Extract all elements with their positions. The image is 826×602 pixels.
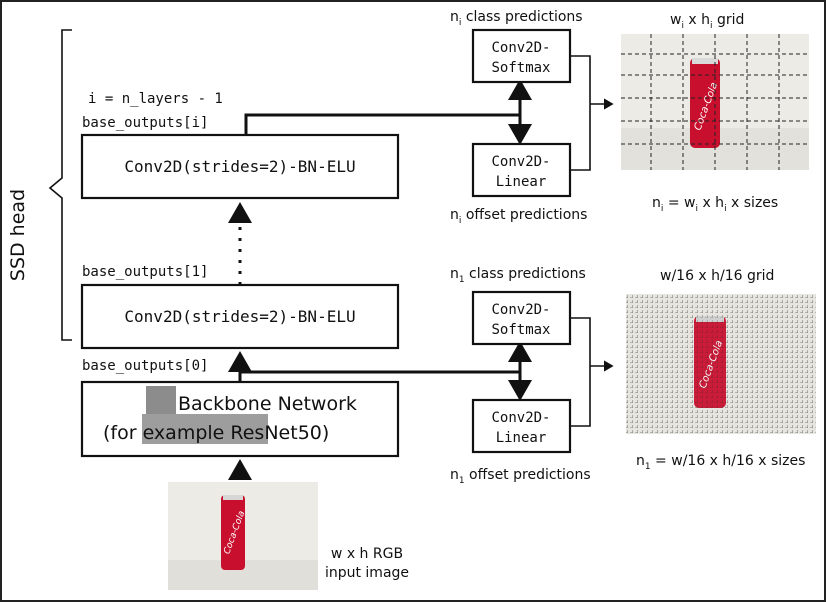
bottom-grid-image: Coca-Cola <box>626 294 816 434</box>
backbone-subtitle: (for example ResNet50) <box>103 422 329 444</box>
backbone-title: Backbone Network <box>178 393 357 415</box>
bottom-linear-line1: Conv2D- <box>491 410 550 426</box>
bottom-linear-line2: Linear <box>496 430 547 446</box>
top-linear-head: Conv2D- Linear <box>471 142 572 198</box>
conv-layer-top: Conv2D(strides=2)-BN-ELU <box>80 133 400 200</box>
top-offset-predictions-label: ni offset predictions <box>450 207 587 226</box>
redaction-block-bottom <box>142 414 268 444</box>
top-grid-lines <box>621 34 809 170</box>
top-softmax-line1: Conv2D- <box>491 40 550 56</box>
top-linear-line2: Linear <box>496 174 547 190</box>
top-linear-line1: Conv2D- <box>491 154 550 170</box>
top-softmax-line2: Softmax <box>491 60 550 76</box>
index-note: i = n_layers - 1 <box>88 91 223 107</box>
base-outputs-i-label: base_outputs[i] <box>82 115 208 131</box>
wire-top-branch <box>244 113 520 135</box>
top-class-predictions-label: ni class predictions <box>450 9 583 28</box>
conv-layer-bottom: Conv2D(strides=2)-BN-ELU <box>80 283 400 350</box>
top-grid-title: wi x hi grid <box>670 12 744 31</box>
redaction-block-top <box>146 386 176 414</box>
bottom-formula: n1 = w/16 x h/16 x sizes <box>636 453 805 472</box>
bottom-class-predictions-label: n1 class predictions <box>450 266 586 285</box>
top-grid-can: Coca-Cola <box>690 58 720 148</box>
input-caption-line2: input image <box>325 565 409 581</box>
bottom-grid-title: w/16 x h/16 grid <box>660 268 774 284</box>
base-outputs-1-label: base_outputs[1] <box>82 264 208 280</box>
base-outputs-0-label: base_outputs[0] <box>82 358 208 374</box>
ssd-head-brace <box>48 29 72 341</box>
bottom-softmax-line1: Conv2D- <box>491 302 550 318</box>
input-image: Coca-Cola <box>168 482 318 590</box>
ssd-head-label: SSD head <box>7 189 29 281</box>
top-heads-bracket <box>570 55 591 171</box>
bottom-offset-predictions-label: n1 offset predictions <box>450 467 591 486</box>
bottom-softmax-line2: Softmax <box>491 322 550 338</box>
top-grid-image: Coca-Cola <box>621 34 809 170</box>
top-softmax-head: Conv2D- Softmax <box>471 28 572 84</box>
conv-layer-top-label: Conv2D(strides=2)-BN-ELU <box>124 157 355 176</box>
bottom-heads-bracket <box>570 317 591 427</box>
bottom-linear-head: Conv2D- Linear <box>471 398 572 454</box>
conv-layer-bottom-label: Conv2D(strides=2)-BN-ELU <box>124 307 355 326</box>
input-caption-line1: w x h RGB <box>331 546 403 562</box>
backbone-box: Backbone Network (for example ResNet50) <box>80 380 400 458</box>
top-formula: ni = wi x hi x sizes <box>652 195 778 214</box>
bottom-softmax-head: Conv2D- Softmax <box>471 290 572 346</box>
